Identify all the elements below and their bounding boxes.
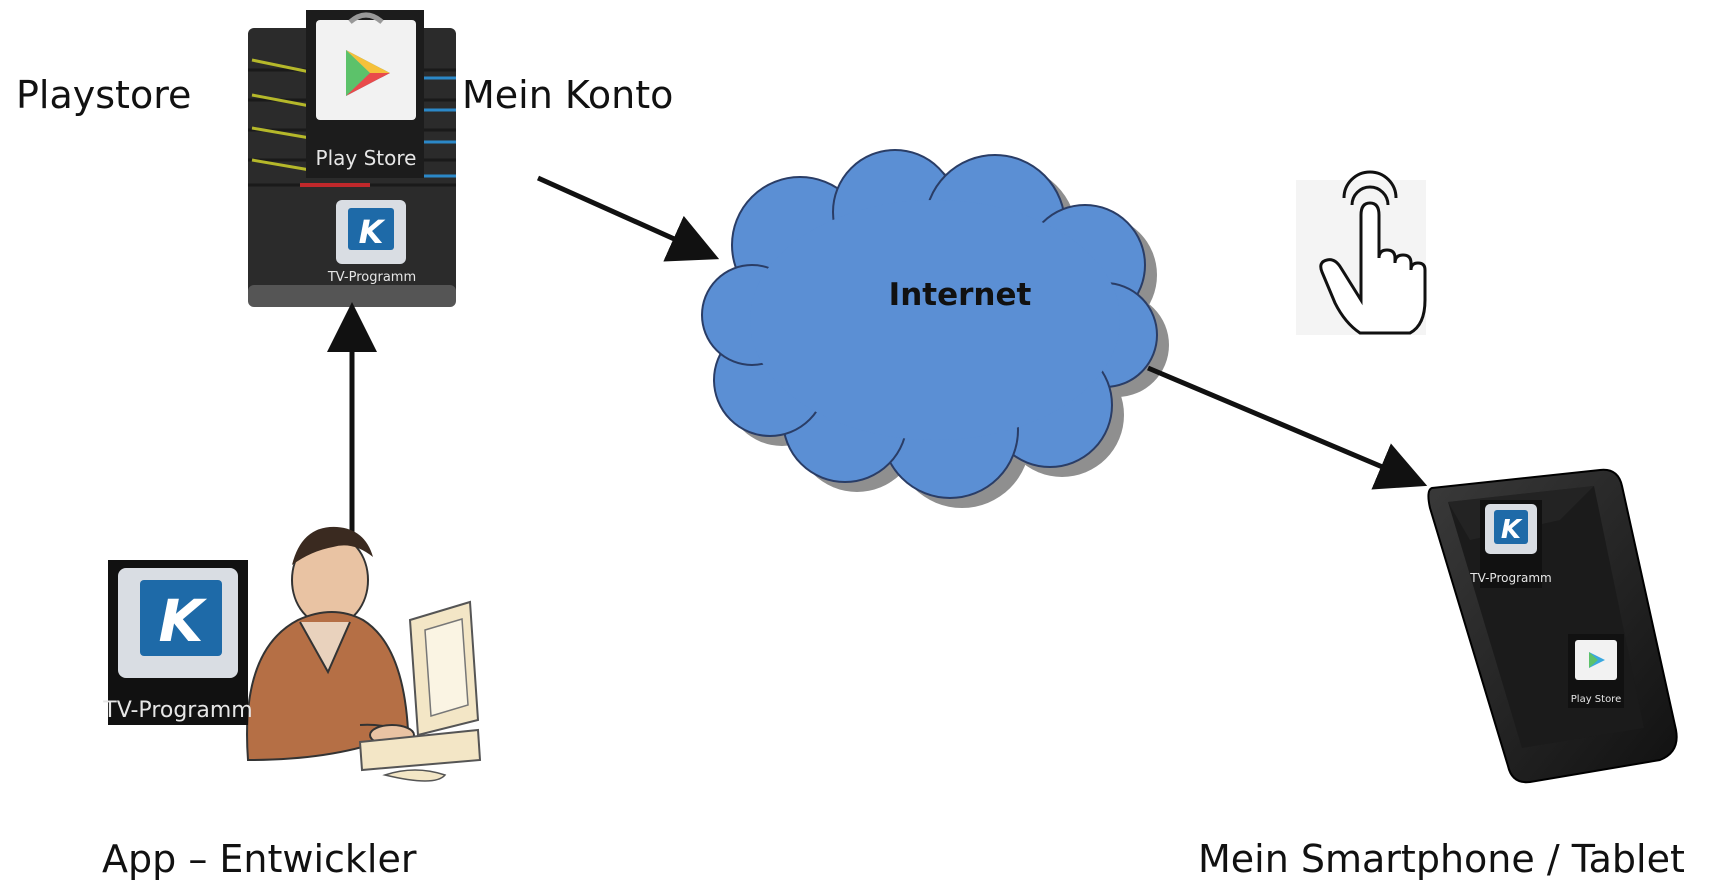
arrow-server-to-internet [536,175,720,262]
pointing-hand-icon [1296,170,1427,335]
account-label: Mein Konto [462,73,674,117]
tablet-play-store-caption: Play Store [1571,694,1621,705]
server-tv-program-caption: TV-Programm [327,270,416,285]
developer-tv-program-caption: TV-Programm [102,698,252,723]
tablet-tv-program-caption: TV-Programm [1469,571,1552,585]
developer-label: App – Entwickler [102,837,417,881]
internet-label: Internet [889,277,1032,313]
tablet-tv-program-app-icon: K [1480,500,1542,588]
cloud-icon [701,149,1169,508]
tablet-icon [1427,468,1678,784]
svg-text:K: K [1501,515,1523,545]
play-store-app-icon [306,10,424,178]
device-label: Mein Smartphone / Tablet [1198,837,1685,881]
svg-text:K: K [359,213,386,251]
tablet-play-store-app-icon [1568,634,1624,708]
server-play-store-caption: Play Store [316,146,417,170]
tv-program-app-icon: K [336,200,406,264]
arrow-internet-to-device [1147,365,1428,490]
svg-text:K: K [159,587,208,655]
computer-icon [358,600,482,782]
developer-person-icon [246,526,415,762]
playstore-label: Playstore [16,73,192,117]
developer-tv-program-app-icon: K [108,560,248,725]
